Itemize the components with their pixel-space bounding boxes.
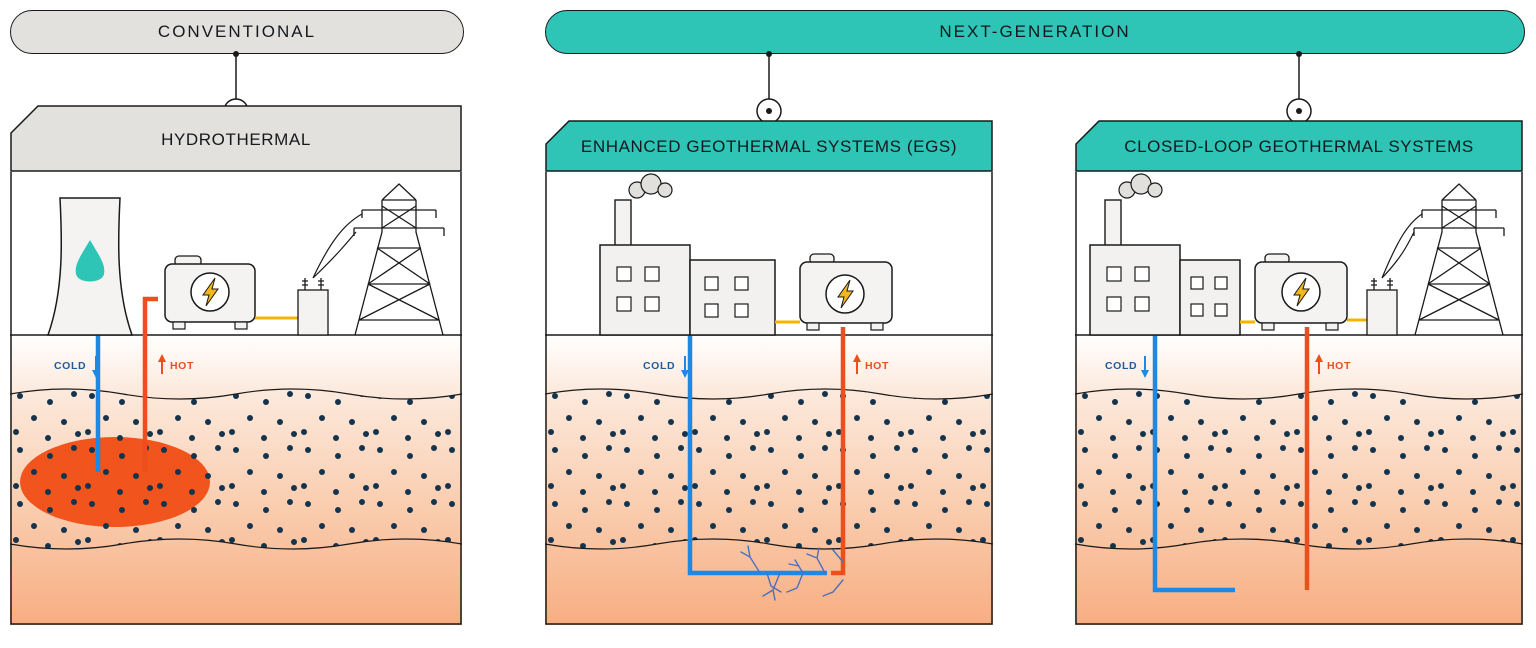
hot-label: HOT [170, 360, 194, 372]
rock-dots [10, 389, 462, 549]
factory-icon [599, 173, 776, 336]
egs-panel: COLD HOT [545, 172, 993, 625]
power-lines [1381, 213, 1423, 279]
rock-dots [1075, 389, 1523, 549]
cooling-tower-icon [46, 197, 134, 336]
hot-label: HOT [865, 360, 889, 372]
conventional-group-text: CONVENTIONAL [157, 22, 317, 41]
factory-windows [1106, 266, 1228, 317]
generator-icon [1254, 253, 1348, 331]
conventional-group-label: CONVENTIONAL [10, 10, 464, 54]
panel-border [10, 172, 462, 625]
hydrothermal-header: HYDROTHERMAL [10, 105, 462, 172]
power-lines [312, 213, 363, 279]
connector-closed-loop [1286, 51, 1312, 124]
connector-top-dot-icon [1296, 51, 1302, 57]
transmission-tower-icon [353, 183, 445, 336]
factory-icon [1089, 173, 1241, 336]
cold-pipe [1152, 332, 1235, 593]
hot-pipe [831, 327, 846, 576]
next-generation-group-text: NEXT-GENERATION [939, 22, 1131, 41]
cold-label: COLD [643, 360, 675, 372]
transformer-icon [297, 278, 329, 336]
connector-top-dot-icon [766, 51, 772, 57]
rock-layer-top-line [10, 388, 462, 400]
rock-layer-bottom-line [10, 538, 462, 550]
hydrothermal-panel: COLD HOT [10, 172, 462, 625]
fracture-cracks [740, 545, 844, 601]
connector-top-dot-icon [233, 51, 239, 57]
rock-layer-top-line [545, 388, 993, 400]
lightning-bolt-icon [837, 279, 854, 309]
egs-title: ENHANCED GEOTHERMAL SYSTEMS (EGS) [581, 137, 957, 156]
transformer-icon [1366, 278, 1398, 336]
panel-border [1075, 172, 1523, 625]
factory-windows [616, 266, 749, 318]
closed-loop-panel: COLD HOT [1075, 172, 1523, 625]
generator-icon [164, 255, 256, 330]
cold-pipe [687, 332, 827, 576]
cold-label: COLD [54, 360, 86, 372]
lightning-bolt-icon [202, 277, 219, 307]
egs-illustration: COLD HOT [545, 172, 993, 625]
smoke-icon [1118, 173, 1163, 199]
panel-border [545, 172, 993, 625]
water-drop-icon [75, 240, 105, 282]
closed-loop-illustration: COLD HOT [1075, 172, 1523, 625]
smoke-icon [628, 173, 673, 199]
hydrothermal-illustration: COLD HOT [10, 172, 462, 625]
next-generation-group-label: NEXT-GENERATION [545, 10, 1525, 54]
closed-loop-title: CLOSED-LOOP GEOTHERMAL SYSTEMS [1124, 137, 1474, 156]
hot-label: HOT [1327, 360, 1351, 372]
hydrothermal-title: HYDROTHERMAL [161, 130, 311, 149]
rock-dots [545, 389, 993, 549]
transmission-tower-icon [1413, 183, 1505, 336]
closed-loop-header: CLOSED-LOOP GEOTHERMAL SYSTEMS [1075, 120, 1523, 172]
egs-header: ENHANCED GEOTHERMAL SYSTEMS (EGS) [545, 120, 993, 172]
cold-label: COLD [1105, 360, 1137, 372]
rock-layer-bottom-line [545, 538, 993, 550]
generator-icon [799, 253, 893, 331]
lightning-bolt-icon [1293, 277, 1310, 307]
hot-pipe [142, 296, 158, 472]
connector-egs [756, 51, 782, 124]
